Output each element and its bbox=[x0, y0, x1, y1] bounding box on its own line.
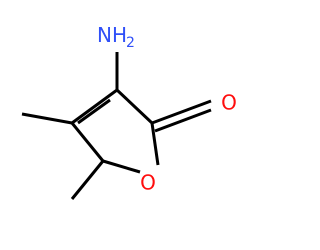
bond-c4-c5 bbox=[70, 122, 105, 162]
bond-c2-o-double-b bbox=[154, 108, 212, 133]
bond-c2-o-double-a bbox=[151, 99, 212, 125]
amino-group-label: NH bbox=[97, 23, 127, 47]
molecule-structure: NH 2 O O bbox=[21, 23, 237, 200]
bond-c5-methyl bbox=[70, 160, 105, 200]
amino-group-subscript: 2 bbox=[126, 35, 135, 51]
bond-o1-c2 bbox=[150, 122, 160, 166]
bond-c3-c2 bbox=[115, 88, 154, 125]
bond-c4-methyl bbox=[21, 112, 73, 125]
bond-c3-c4 bbox=[71, 88, 118, 125]
bond-c3-c4-inner bbox=[77, 98, 111, 125]
carbonyl-oxygen-label: O bbox=[221, 91, 237, 115]
bond-c5-o1 bbox=[102, 159, 141, 174]
ring-oxygen-label: O bbox=[140, 171, 156, 195]
